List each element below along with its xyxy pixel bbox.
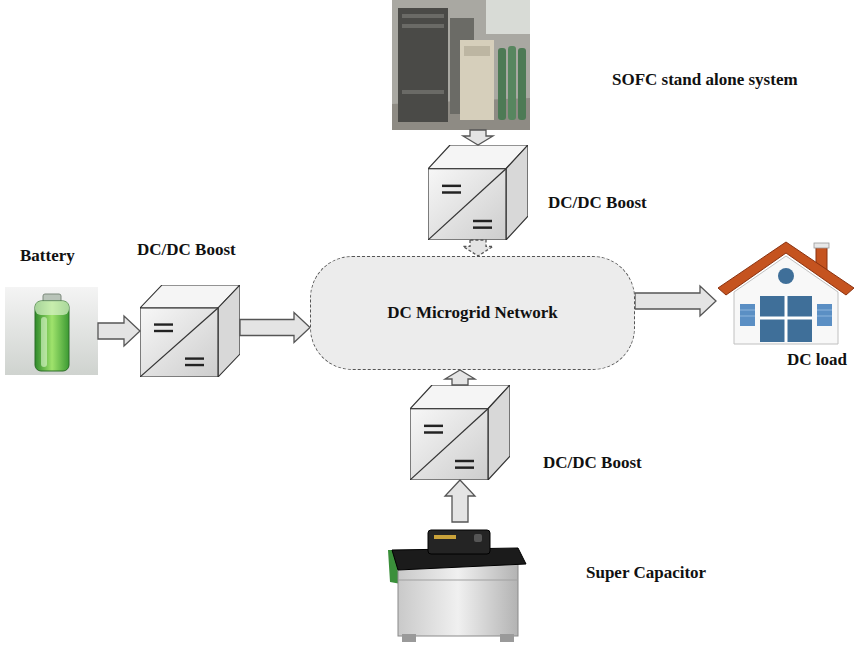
converter-cube <box>410 385 510 480</box>
house-illustration <box>716 238 856 346</box>
block-arrow <box>445 370 475 385</box>
converter-cube <box>428 145 528 240</box>
network-box: DC Microgrid Network <box>310 256 635 370</box>
block-arrow <box>463 130 493 145</box>
block-arrow <box>445 480 475 522</box>
block-arrow <box>463 240 493 256</box>
block-arrow <box>240 313 310 343</box>
node-label: DC/DC Boost <box>543 453 642 473</box>
node-label: DC/DC Boost <box>548 193 647 213</box>
load-house: DC load <box>716 238 856 346</box>
node-label: DC load <box>787 350 847 370</box>
supercapacitor-unit: Super Capacitor <box>388 522 528 644</box>
converter-box: DC/DC Boost <box>140 285 240 377</box>
node-label: Super Capacitor <box>586 563 706 583</box>
sofc-illustration <box>392 0 530 130</box>
node-label: DC/DC Boost <box>137 240 236 260</box>
converter-cube <box>140 285 240 377</box>
battery-unit: Battery <box>5 287 98 375</box>
converter-box: DC/DC Boost <box>428 145 528 240</box>
node-label: Battery <box>20 246 75 266</box>
sofc-system: SOFC stand alone system <box>392 0 530 130</box>
block-arrow <box>98 316 140 346</box>
converter-box: DC/DC Boost <box>410 385 510 480</box>
node-label: SOFC stand alone system <box>612 70 798 90</box>
node-label: DC Microgrid Network <box>387 303 558 323</box>
block-arrow <box>635 286 716 316</box>
battery-illustration <box>5 287 98 375</box>
supercapacitor-illustration <box>388 522 528 644</box>
